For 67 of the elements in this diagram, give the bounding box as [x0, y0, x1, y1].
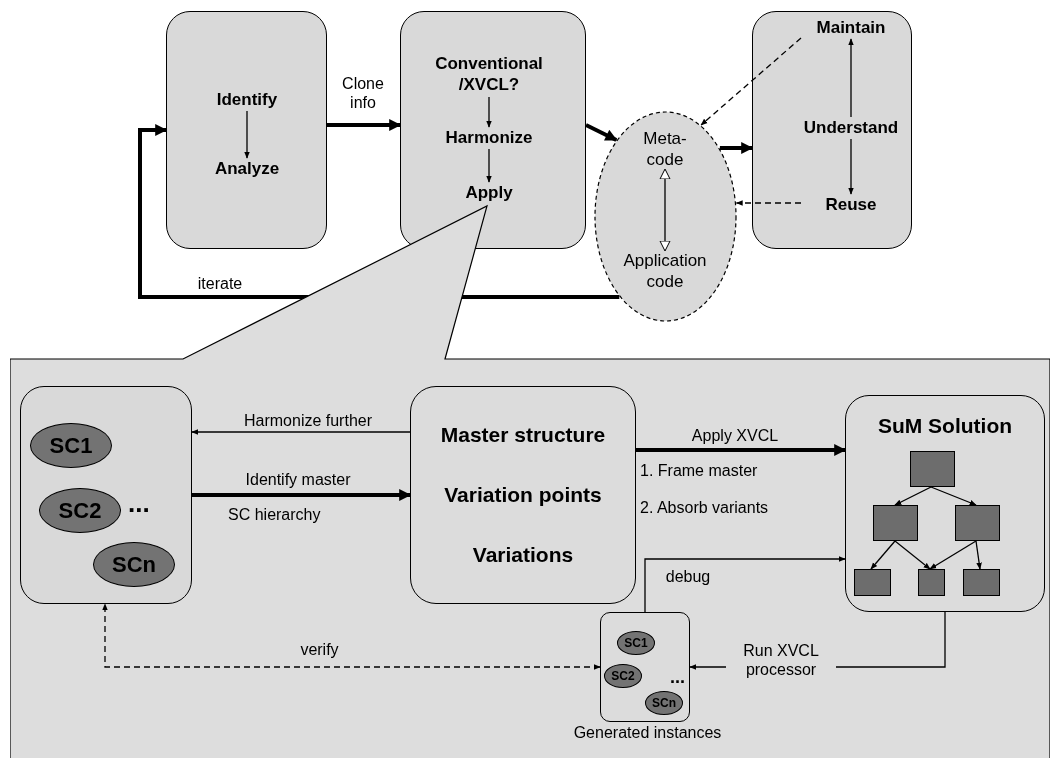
arrow: [192, 489, 412, 501]
step-label: Conventional /XVCL?: [419, 53, 559, 97]
box-caption: Generated instances: [572, 723, 723, 742]
arrow: [719, 142, 754, 154]
step-label: Understand: [796, 117, 906, 139]
box-text: Variation points: [444, 483, 602, 507]
step-label: Maintain: [801, 17, 901, 39]
clone-ellipse: [617, 631, 655, 655]
step-label: Meta- code: [635, 128, 695, 170]
arrow: [486, 96, 492, 128]
clone-label: SC2: [58, 497, 102, 524]
tree-node-box: [910, 451, 955, 487]
arrow: [930, 486, 977, 506]
clone-ellipse: [604, 664, 642, 688]
process-box: [400, 11, 586, 249]
arrow: [486, 148, 492, 183]
arrow: [870, 540, 896, 570]
solution-box: [845, 395, 1045, 612]
arrow: [848, 38, 854, 118]
arrow: [585, 123, 618, 142]
tree-node-box: [918, 569, 945, 596]
clone-label: SCn: [112, 551, 156, 578]
arrow: [644, 556, 846, 613]
arrow: [894, 540, 931, 570]
dashed-ellipse: [594, 111, 737, 322]
tree-node-box: [854, 569, 891, 596]
arrow: [244, 110, 250, 159]
edge-label: Run XVCL processor: [726, 641, 836, 679]
arrow: [191, 429, 411, 435]
dashed-arrow: [735, 200, 802, 206]
clone-ellipse: [645, 691, 683, 715]
arrow: [636, 444, 847, 456]
box-title: SuM Solution: [876, 414, 1014, 438]
clone-label: SC2: [611, 669, 635, 683]
dashed-arrow: [102, 603, 601, 670]
step-label: Identify: [197, 89, 297, 111]
arrow: [327, 119, 402, 131]
process-box: [410, 386, 636, 604]
note-text: 1. Frame master: [640, 461, 759, 481]
process-box: [166, 11, 327, 249]
process-box: [752, 11, 912, 249]
double-arrow: [659, 168, 671, 252]
arrow: [894, 486, 932, 506]
note-text: SC hierarchy: [228, 505, 322, 525]
clone-label: SCn: [652, 696, 676, 710]
box-text: Variations: [472, 543, 574, 567]
ellipsis-mark: ...: [670, 666, 686, 688]
note-text: 2. Absorb variants: [640, 498, 770, 518]
dashed-arrow: [700, 37, 802, 126]
step-label: Reuse: [801, 194, 901, 216]
step-label: Apply: [449, 182, 529, 204]
ellipsis-mark: ...: [128, 488, 151, 518]
step-label: Harmonize: [429, 127, 549, 149]
instances-box: [600, 612, 690, 722]
box-text: Master structure: [440, 423, 606, 447]
clone-label: SC1: [624, 636, 648, 650]
step-label: Analyze: [197, 158, 297, 180]
arrow: [975, 540, 982, 570]
edge-label: debug: [663, 567, 713, 586]
tree-node-box: [873, 505, 918, 541]
arrow: [848, 138, 854, 195]
step-label: Application code: [610, 250, 720, 292]
tree-node-box: [963, 569, 1000, 596]
tree-node-box: [955, 505, 1000, 541]
clone-label: SC1: [49, 432, 93, 459]
process-box: [20, 386, 192, 604]
arrow: [929, 540, 977, 570]
